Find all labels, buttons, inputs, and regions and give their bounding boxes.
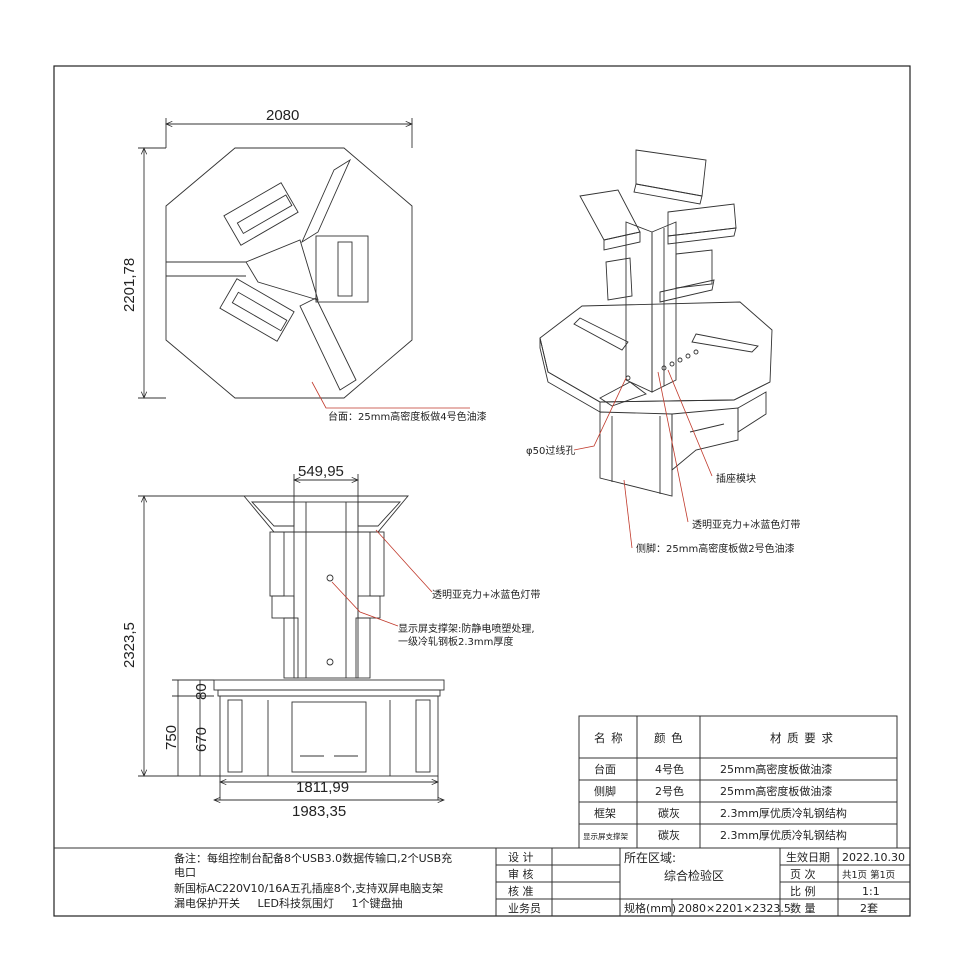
elev-dim-670: 670 xyxy=(193,727,210,752)
region-label: 所在区域: xyxy=(624,851,676,865)
elev-dim-80: 80 xyxy=(193,683,210,700)
note-line-4: 漏电保护开关 LED科技氛围灯 1个键盘抽 xyxy=(174,896,403,910)
table-row-1-material: 25mm高密度板做油漆 xyxy=(720,762,832,776)
table-row-3-material: 2.3mm厚优质冷轧钢结构 xyxy=(720,806,847,820)
iso-callout-leg: 侧脚：25mm高密度板做2号色油漆 xyxy=(636,542,795,555)
meta-effective-value: 2022.10.30 xyxy=(842,851,905,864)
iso-callout-hole: φ50过线孔 xyxy=(526,444,575,457)
elev-dim-750: 750 xyxy=(163,725,180,750)
table-header-color: 颜 色 xyxy=(654,731,684,745)
meta-scale-value: 1:1 xyxy=(862,885,880,898)
plan-outline xyxy=(165,147,413,399)
meta-qty-value: 2套 xyxy=(860,902,878,915)
spec-label: 规格(mm) xyxy=(624,901,676,915)
region-value: 综合检验区 xyxy=(664,868,724,883)
plan-monitor-top xyxy=(223,182,299,246)
note-line-1: 备注：每组控制台配备8个USB3.0数据传输口,2个USB充 xyxy=(174,851,452,865)
table-row-4-material: 2.3mm厚优质冷轧钢结构 xyxy=(720,828,847,842)
plan-callout-top: 台面：25mm高密度板做4号色油漆 xyxy=(328,410,487,423)
iso-callout-acrylic: 透明亚克力+冰蓝色灯带 xyxy=(692,518,800,531)
elev-dim-height: 2323,5 xyxy=(121,622,138,668)
elev-callout-acrylic: 透明亚克力+冰蓝色灯带 xyxy=(432,588,540,601)
elev-dim-inner: 1811,99 xyxy=(296,779,349,796)
elev-callout-screen-2: 一级冷轧钢板2.3mm厚度 xyxy=(398,635,513,648)
table-row-2-material: 25mm高密度板做油漆 xyxy=(720,784,832,798)
role-review: 审 核 xyxy=(508,867,534,881)
role-salesperson: 业务员 xyxy=(508,902,541,915)
table-row-4-name: 显示屏支撑架 xyxy=(583,831,628,841)
meta-page-value: 共1页 第1页 xyxy=(842,869,895,881)
meta-qty-label: 数 量 xyxy=(790,902,816,915)
meta-page-label: 页 次 xyxy=(790,867,816,881)
table-row-3-name: 框架 xyxy=(594,807,616,820)
table-header-name: 名 称 xyxy=(594,731,624,745)
role-approve: 核 准 xyxy=(508,884,534,898)
spec-value: 2080×2201×2323.5 xyxy=(678,902,791,915)
table-row-4-color: 碳灰 xyxy=(658,828,680,842)
elev-dim-outer: 1983,35 xyxy=(292,803,346,820)
role-design: 设 计 xyxy=(508,851,534,864)
note-line-2: 电口 xyxy=(174,866,196,879)
plan-monitor-bottom xyxy=(219,278,295,342)
table-row-1-name: 台面 xyxy=(594,762,616,776)
plan-dim-width: 2080 xyxy=(266,107,299,124)
drawing-frame xyxy=(53,65,911,917)
plan-dim-depth: 2201,78 xyxy=(121,258,138,312)
elev-dim-top: 549,95 xyxy=(298,463,344,480)
plan-view xyxy=(138,118,470,409)
meta-scale-label: 比 例 xyxy=(790,884,816,898)
meta-effective-label: 生效日期 xyxy=(786,850,830,864)
note-line-3: 新国标AC220V10/16A五孔插座8个,支持双屏电脑支架 xyxy=(174,881,443,895)
plan-monitor-right xyxy=(315,235,369,303)
table-row-1-color: 4号色 xyxy=(655,762,684,776)
elevation-view xyxy=(138,474,444,800)
table-row-2-color: 2号色 xyxy=(655,784,684,798)
table-header-material: 材 质 要 求 xyxy=(770,731,834,745)
title-block xyxy=(54,847,910,916)
iso-callout-socket: 插座模块 xyxy=(716,472,756,485)
table-row-3-color: 碳灰 xyxy=(658,806,680,820)
table-row-2-name: 侧脚 xyxy=(594,784,616,798)
elev-callout-screen-1: 显示屏支撑架:防静电喷塑处理, xyxy=(398,622,535,635)
iso-view xyxy=(539,149,773,549)
